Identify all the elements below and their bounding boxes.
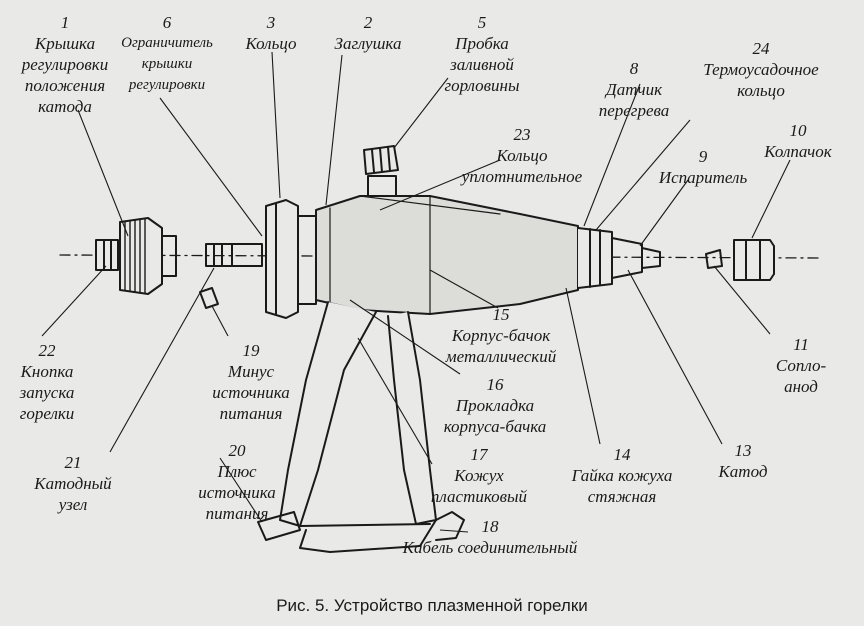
label-14-text: Гайка кожуха стяжная: [571, 466, 673, 506]
label-20-text: Плюс источника питания: [198, 462, 276, 523]
label-21-text: Катодный узел: [34, 474, 112, 514]
label-13-text: Катод: [718, 462, 768, 481]
label-16-text: Прокладка корпуса-бачка: [443, 396, 547, 436]
label-23-text: Кольцо уплотнительное: [461, 146, 583, 186]
label-17-text: Кожух пластиковый: [430, 466, 528, 506]
label-3-text: Кольцо: [245, 34, 297, 53]
label-9-text: Испаритель: [658, 168, 748, 187]
label-1-text: Крышка регулировки положения катода: [21, 34, 109, 116]
label-24-text: Термоусадочное кольцо: [703, 60, 819, 100]
label-18-text: Кабель соединительный: [402, 538, 578, 557]
label-19-text: Минус источника питания: [212, 362, 290, 423]
label-10-text: Колпачок: [764, 142, 832, 161]
label-5-text: Пробка заливной горловины: [444, 34, 520, 95]
label-22-text: Кнопка запуска горелки: [19, 362, 75, 423]
figure-caption: Рис. 5. Устройство плазменной горелки: [276, 596, 588, 615]
label-11-text: Сопло- анод: [775, 356, 827, 396]
label-6-text: Ограничитель крышки регулировки: [121, 35, 213, 93]
label-15-text: Корпус-бачок металлический: [445, 326, 557, 366]
label-8-text: Датчик перегрева: [598, 80, 670, 120]
label-2-text: Заглушка: [334, 34, 402, 53]
